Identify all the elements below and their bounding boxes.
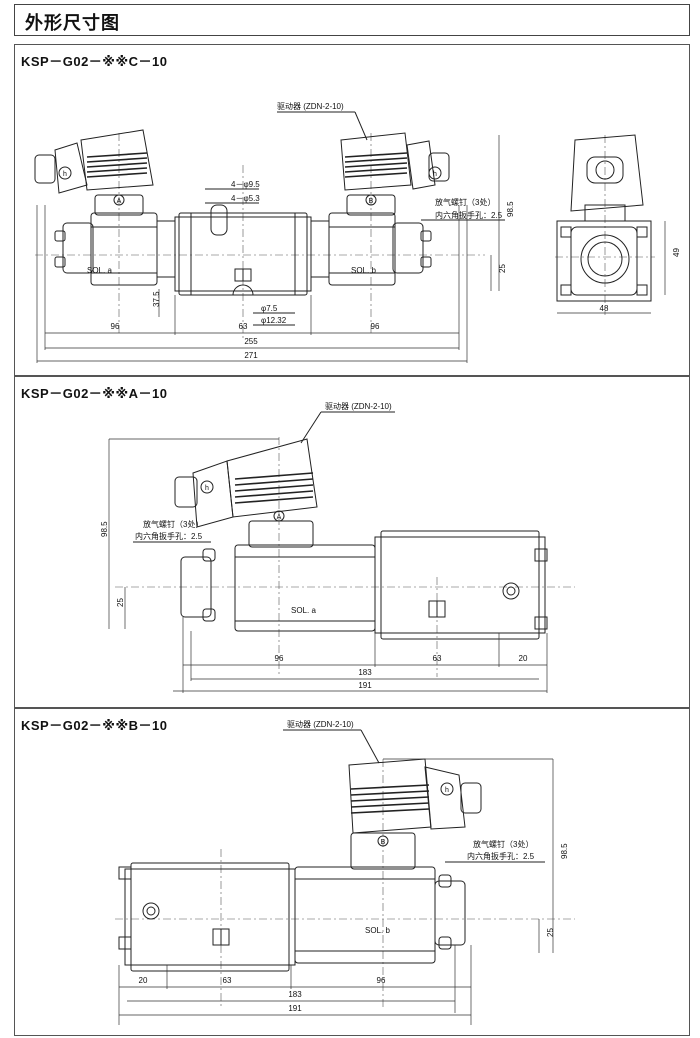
section-b-type: KSP－G02－※※B－10 SOL. b [14, 708, 690, 1036]
a-type-drawing: SOL. a A h [100, 401, 575, 693]
c-hole-label-1: 4－φ9.5 [231, 180, 260, 189]
a-vent-label-2: 内六角扳手孔：2.5 [135, 531, 203, 541]
a-dim-25: 25 [116, 598, 125, 607]
b-driver-head [348, 758, 482, 870]
a-dim-98-5: 98.5 [100, 521, 109, 537]
right-solenoid [310, 212, 432, 286]
b-vent-label-2: 内六角扳手孔：2.5 [467, 851, 535, 861]
c-dim-271: 271 [244, 351, 258, 360]
c-dim-96-left: 96 [111, 322, 120, 331]
b-dim-98-5: 98.5 [560, 843, 569, 859]
a-dimension-lines [108, 438, 548, 693]
a-vent-label-1: 放气螺钉（3处） [143, 519, 203, 529]
side-view [556, 134, 652, 302]
c-type-drawing: A h SOL. a [34, 101, 681, 363]
page-title: 外形尺寸图 [25, 13, 120, 33]
a-dim-191: 191 [358, 681, 372, 690]
b-circle-h: h [445, 787, 449, 794]
b-type-drawing: SOL. b B h 驱动器 (ZDN-2-10) 放气螺钉（3处） 内六角扳手… [115, 719, 575, 1025]
c-sol-a: SOL. a [87, 266, 112, 275]
b-solenoid [294, 866, 466, 964]
b-dim-96: 96 [377, 976, 386, 985]
left-solenoid [54, 212, 176, 286]
b-dim-191: 191 [288, 1004, 302, 1013]
b-sol-b: SOL. b [365, 926, 390, 935]
b-circle-b: B [381, 839, 386, 846]
b-dim-25: 25 [546, 928, 555, 937]
a-sol-a: SOL. a [291, 606, 316, 615]
a-dim-183: 183 [358, 668, 372, 677]
b-dim-63: 63 [223, 976, 232, 985]
c-circle-h-left: h [63, 171, 67, 178]
b-vent-label-1: 放气螺钉（3处） [473, 839, 533, 849]
section-b-title: KSP－G02－※※B－10 [21, 718, 168, 733]
b-valve-body [118, 862, 296, 972]
section-c-title: KSP－G02－※※C－10 [21, 54, 168, 69]
section-a-type: KSP－G02－※※A－10 SOL. a [14, 376, 690, 708]
a-circle-a: A [277, 514, 282, 521]
right-driver-head [340, 132, 450, 216]
c-dim-255: 255 [244, 337, 258, 346]
c-hole-label-2: 4－φ5.3 [231, 194, 260, 203]
c-dim-98-5: 98.5 [506, 201, 515, 217]
a-circle-h: h [205, 485, 209, 492]
c-bolt-label-1: φ7.5 [261, 304, 278, 313]
c-dim-37-5: 37.5 [152, 291, 161, 307]
c-vent-label-2: 内六角扳手孔：2.5 [435, 210, 503, 220]
section-a-title: KSP－G02－※※A－10 [21, 386, 168, 401]
a-dim-20: 20 [519, 654, 528, 663]
a-dim-63: 63 [433, 654, 442, 663]
c-circle-b: B [369, 198, 374, 205]
c-circle-h-right: h [433, 171, 437, 178]
left-driver-head [34, 129, 154, 216]
b-dim-20: 20 [139, 976, 148, 985]
a-valve-body [374, 530, 548, 640]
c-sol-b: SOL. b [351, 266, 376, 275]
c-bolt-label-2: φ12.32 [261, 316, 287, 325]
c-dim-96-right: 96 [371, 322, 380, 331]
c-dim-25: 25 [498, 264, 507, 273]
b-dimension-lines [118, 758, 554, 1025]
b-driver-label: 驱动器 (ZDN-2-10) [287, 719, 354, 729]
valve-body [174, 204, 312, 296]
a-dim-96: 96 [275, 654, 284, 663]
b-dim-183: 183 [288, 990, 302, 999]
c-circle-a: A [117, 198, 122, 205]
centerlines [35, 133, 655, 340]
a-driver-label: 驱动器 (ZDN-2-10) [325, 401, 392, 411]
c-vent-label-1: 放气螺钉（3处） [435, 197, 495, 207]
c-dim-48: 48 [600, 304, 609, 313]
c-driver-label: 驱动器 (ZDN-2-10) [277, 101, 344, 111]
c-dim-49: 49 [672, 248, 681, 257]
a-solenoid [180, 544, 376, 632]
page-header: 外形尺寸图 [14, 4, 690, 36]
section-c-type: KSP－G02－※※C－10 [14, 44, 690, 376]
a-driver-head [174, 438, 318, 548]
c-dimension-lines [36, 135, 666, 363]
c-dim-63: 63 [239, 322, 248, 331]
